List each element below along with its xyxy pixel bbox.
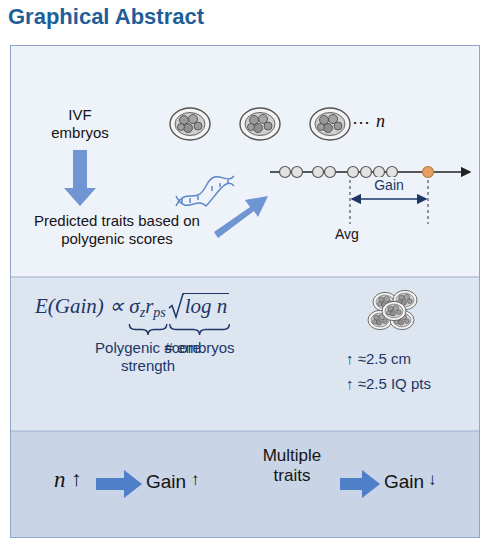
avg-label: Avg xyxy=(335,226,359,243)
label: Multiple traits xyxy=(246,446,338,487)
panel-band: E(Gain) ∝ σzrpslog nPolygenic score stre… xyxy=(11,277,479,431)
label: Gain xyxy=(384,471,424,494)
label: Predicted traits based on polygenic scor… xyxy=(22,212,212,248)
ellipsis: ⋯ xyxy=(352,112,370,134)
radical-sign xyxy=(168,293,184,321)
label: IVF embryos xyxy=(44,106,116,142)
arrow-symbol: ↑ xyxy=(71,466,82,491)
panel-band: IVF embryos ⋯ nPredicted traits based on p… xyxy=(11,46,479,277)
brace-label: # embryos xyxy=(165,339,235,357)
gain-label: Gain xyxy=(371,177,407,194)
title: Graphical Abstract xyxy=(8,4,204,30)
formula-part: E(Gain) ∝ σ xyxy=(35,294,140,318)
subscript: z xyxy=(140,305,145,320)
symbol: n xyxy=(54,466,66,494)
formula: E(Gain) ∝ σzrps log n xyxy=(35,293,229,321)
panel-band: n↑Gain↑Multiple traitsGain↓ xyxy=(11,431,479,537)
arrow-symbol: ↓ xyxy=(428,470,437,490)
subscript: ps xyxy=(153,305,165,320)
formula-part: log n xyxy=(183,293,230,318)
result-note: ↑ ≈2.5 IQ pts xyxy=(346,375,431,393)
count-label: n xyxy=(376,111,385,133)
label: Gain xyxy=(146,471,186,494)
formula-part: r xyxy=(145,294,153,318)
result-note: ↑ ≈2.5 cm xyxy=(346,350,411,368)
arrow-symbol: ↑ xyxy=(191,470,200,490)
radical: log n xyxy=(168,293,230,319)
